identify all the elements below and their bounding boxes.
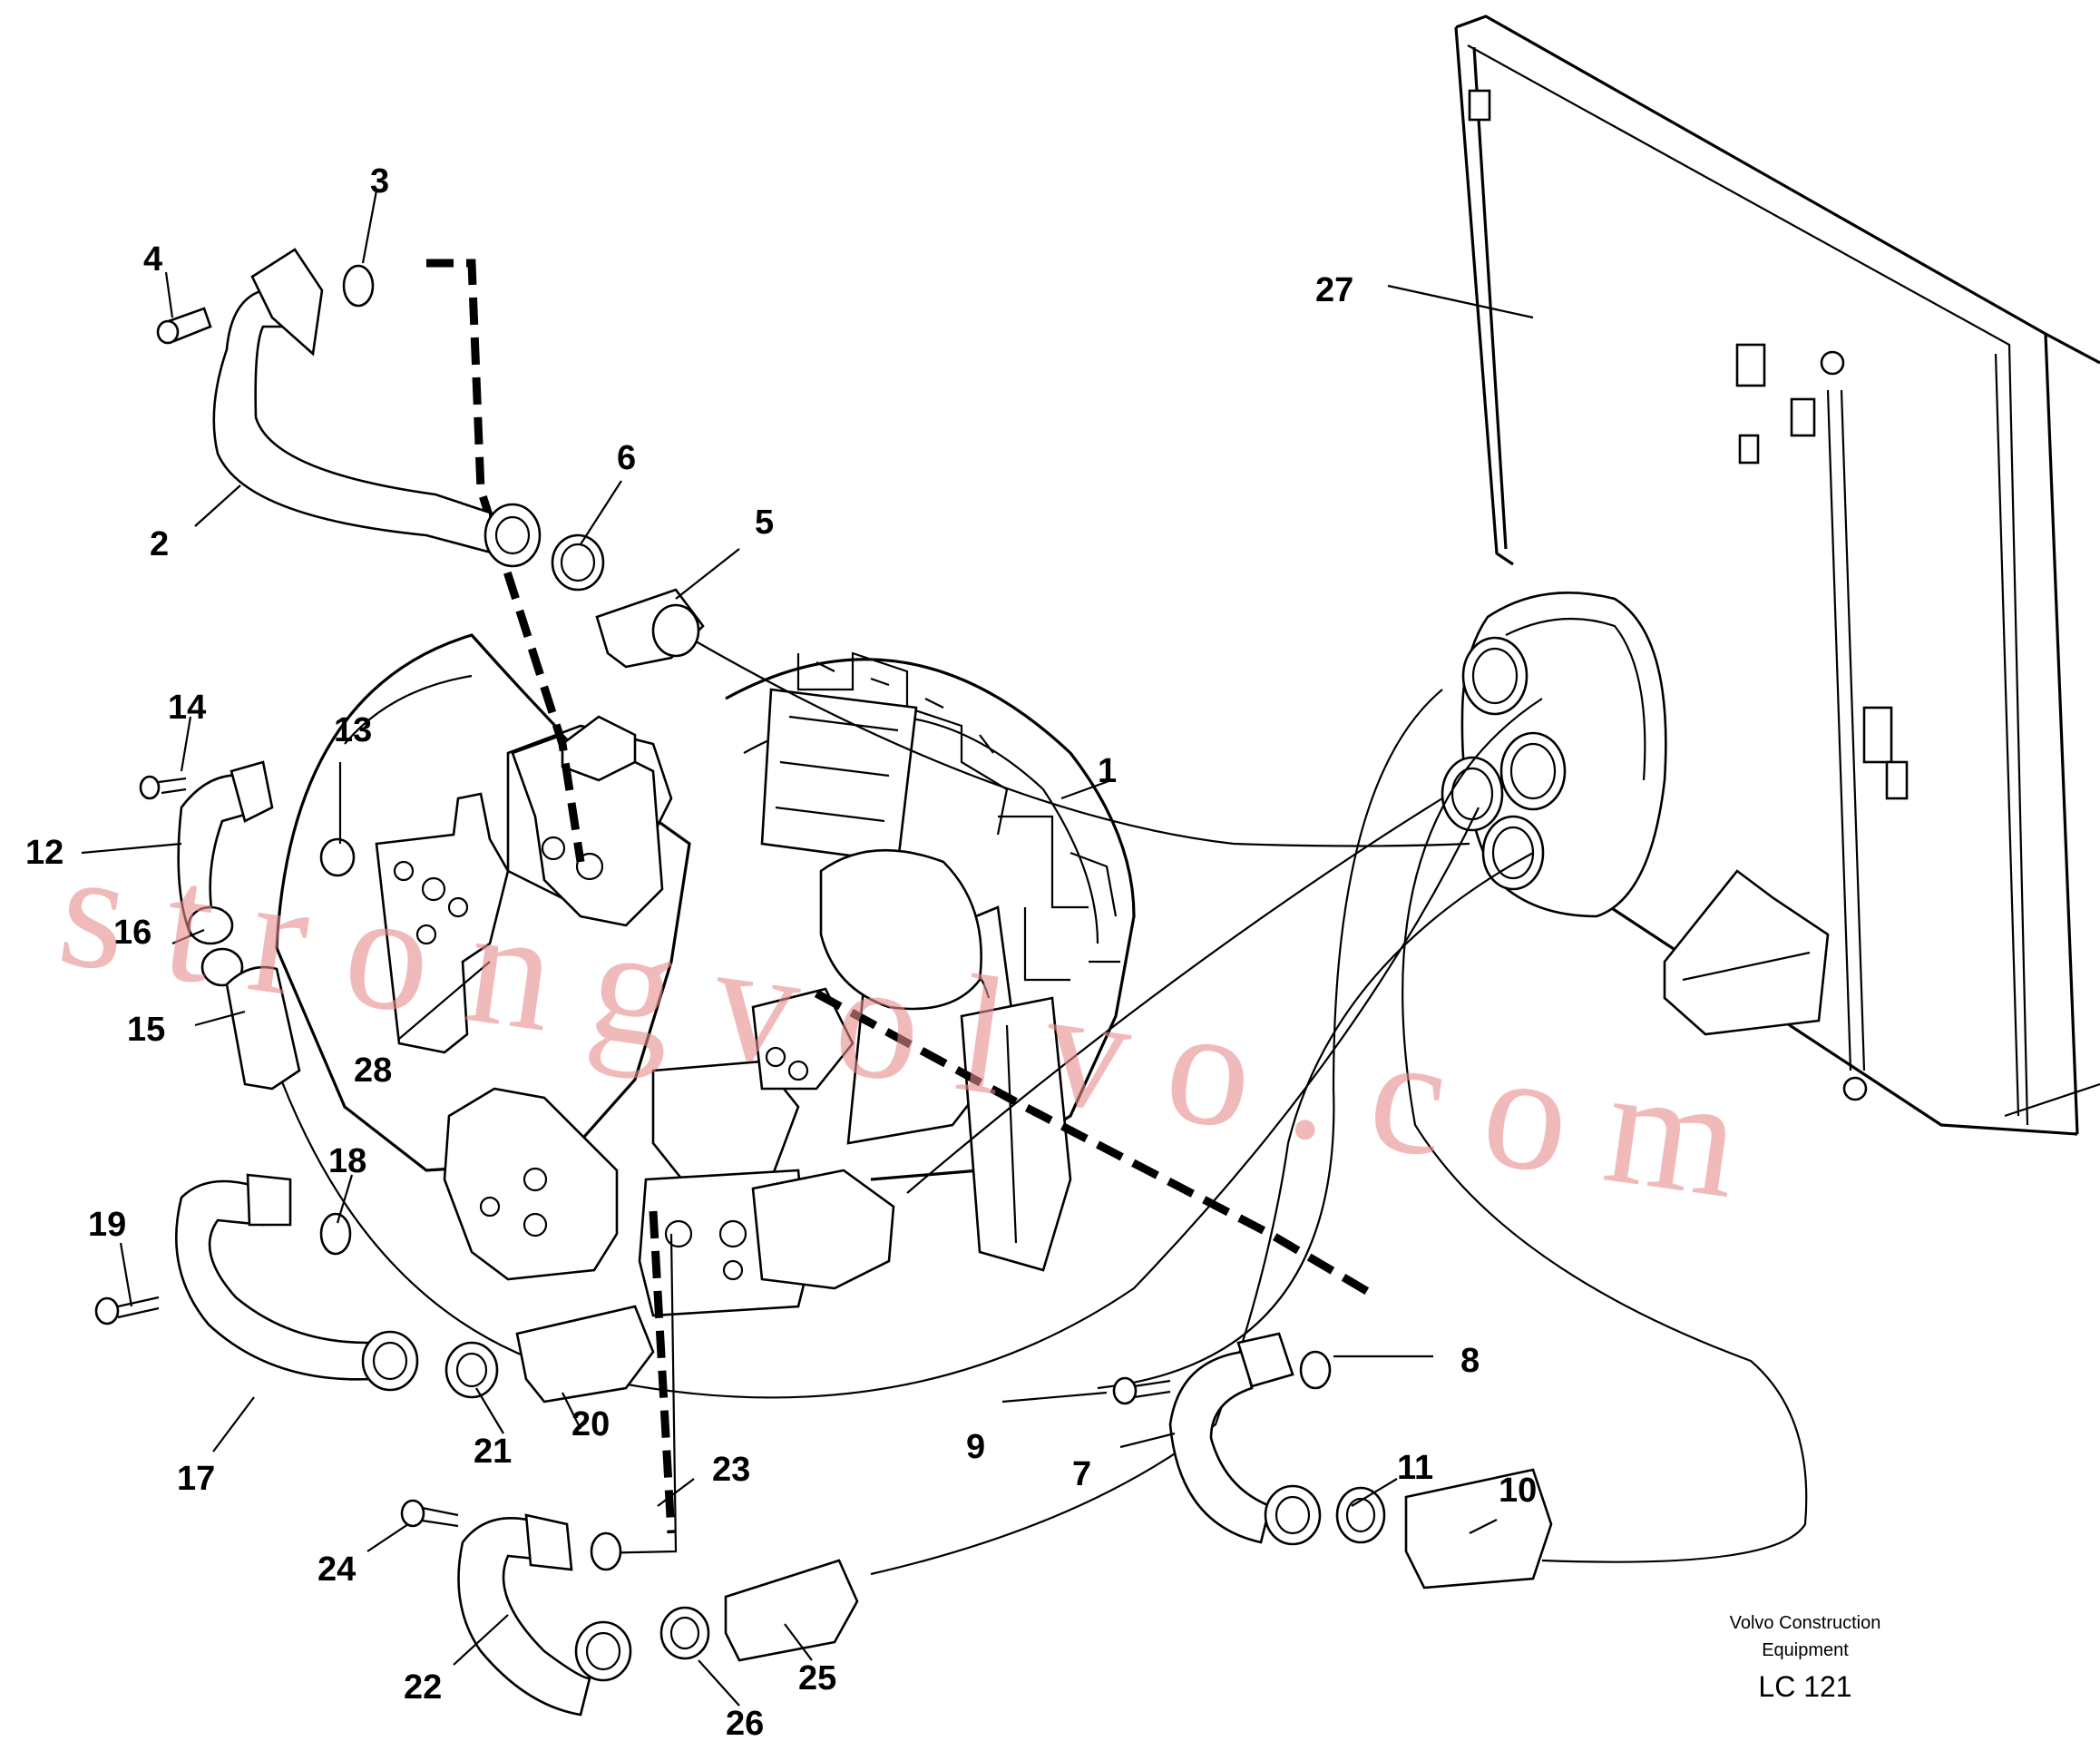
callout-leaders xyxy=(81,190,1534,1707)
callout-12: 12 xyxy=(25,834,63,872)
callout-9: 9 xyxy=(966,1428,985,1466)
callout-10: 10 xyxy=(1499,1472,1537,1510)
cooler-flange-outlets xyxy=(1441,592,1667,918)
callout-labels: 1 2 3 4 5 6 7 8 9 10 11 12 13 14 15 16 1… xyxy=(25,162,1537,1743)
hose-assembly-left xyxy=(139,760,356,1091)
valve-blocks xyxy=(375,715,895,1317)
callout-15: 15 xyxy=(127,1011,165,1049)
callout-2: 2 xyxy=(150,525,169,563)
callout-4: 4 xyxy=(143,240,162,279)
callout-19: 19 xyxy=(88,1206,126,1244)
callout-5: 5 xyxy=(755,504,774,542)
caption-block: Volvo Construction Equipment LC 121 xyxy=(1730,1613,1881,1703)
hose-assembly-bottom xyxy=(400,1499,859,1717)
callout-3: 3 xyxy=(370,162,389,201)
hose-routing-lines xyxy=(279,634,1808,1576)
callout-22: 22 xyxy=(404,1668,442,1707)
callout-14: 14 xyxy=(168,689,206,727)
hose-assembly-top xyxy=(156,248,705,669)
callout-25: 25 xyxy=(798,1659,836,1697)
callout-21: 21 xyxy=(474,1433,512,1471)
callout-8: 8 xyxy=(1460,1342,1480,1380)
callout-27: 27 xyxy=(1315,271,1353,309)
callout-17: 17 xyxy=(177,1460,215,1498)
callout-24: 24 xyxy=(317,1550,356,1589)
callout-6: 6 xyxy=(617,439,636,477)
callout-26: 26 xyxy=(726,1705,764,1743)
hose-assembly-mid-left xyxy=(94,1173,655,1404)
cooler-panel xyxy=(1454,15,2100,1136)
callout-18: 18 xyxy=(328,1142,366,1180)
callout-13: 13 xyxy=(334,711,372,749)
dashed-leaders xyxy=(426,259,1372,1534)
callout-7: 7 xyxy=(1072,1455,1091,1493)
caption-line-2: Equipment xyxy=(1762,1640,1849,1660)
callout-1: 1 xyxy=(1098,752,1117,790)
callout-16: 16 xyxy=(113,914,151,952)
callout-11: 11 xyxy=(1397,1449,1433,1487)
callout-20: 20 xyxy=(571,1405,610,1443)
hose-assembly-right xyxy=(1112,1332,1553,1590)
caption-line-1: Volvo Construction xyxy=(1730,1613,1881,1633)
callout-23: 23 xyxy=(712,1451,750,1489)
callout-28: 28 xyxy=(354,1052,392,1090)
diagram-code: LC 121 xyxy=(1758,1670,1851,1703)
